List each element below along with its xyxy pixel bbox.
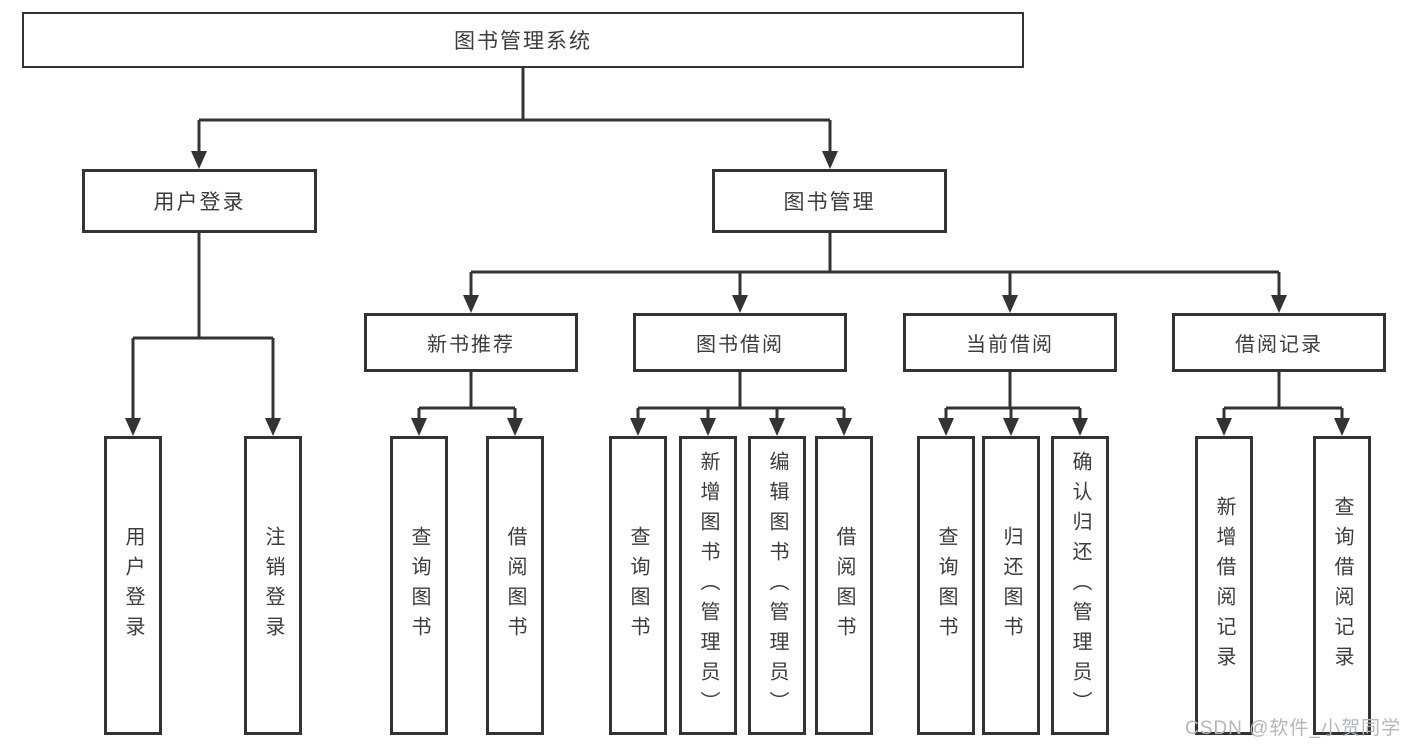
node-root-label: 图书管理系统 [454,30,592,53]
leaf-newbooks-borrow: 借阅图书 [486,436,544,735]
node-current-borrowing: 当前借阅 [903,313,1117,372]
leaf-borrowing-edit-admin-label: 编辑图书（管理员） [766,450,788,721]
leaf-records-add: 新增借阅记录 [1195,436,1253,735]
leaf-current-query: 查询图书 [917,436,975,735]
node-book-management: 图书管理 [712,169,947,233]
leaf-user-login: 用户登录 [104,436,162,735]
leaf-current-return-label: 归还图书 [1000,525,1022,646]
leaf-logout: 注销登录 [244,436,302,735]
leaf-borrowing-query: 查询图书 [609,436,667,735]
leaf-records-add-label: 新增借阅记录 [1213,495,1235,676]
leaf-borrowing-borrow-label: 借阅图书 [833,525,855,646]
leaf-newbooks-query-label: 查询图书 [408,525,430,646]
node-current-borrowing-label: 当前借阅 [966,334,1054,356]
leaf-borrowing-edit-admin: 编辑图书（管理员） [748,436,806,735]
leaf-current-query-label: 查询图书 [935,525,957,646]
node-user-login: 用户登录 [82,169,317,233]
leaf-borrowing-add-admin: 新增图书（管理员） [679,436,737,735]
node-book-management-label: 图书管理 [783,191,876,214]
node-new-book-recommend-label: 新书推荐 [427,334,515,356]
leaf-newbooks-query: 查询图书 [390,436,448,735]
leaf-user-login-label: 用户登录 [122,525,144,646]
leaf-current-confirm-admin: 确认归还（管理员） [1051,436,1109,735]
node-book-borrowing-label: 图书借阅 [696,334,784,356]
node-borrow-records-label: 借阅记录 [1235,334,1323,356]
leaf-newbooks-borrow-label: 借阅图书 [504,525,526,646]
node-root: 图书管理系统 [22,12,1024,68]
node-book-borrowing: 图书借阅 [633,313,847,372]
watermark: CSDN @软件_小贺同学 [1185,718,1401,739]
leaf-records-query-label: 查询借阅记录 [1331,495,1353,676]
node-new-book-recommend: 新书推荐 [364,313,578,372]
leaf-borrowing-borrow: 借阅图书 [815,436,873,735]
leaf-current-return: 归还图书 [982,436,1040,735]
leaf-borrowing-add-admin-label: 新增图书（管理员） [697,450,719,721]
leaf-current-confirm-admin-label: 确认归还（管理员） [1069,450,1091,721]
node-user-login-label: 用户登录 [153,191,246,214]
node-borrow-records: 借阅记录 [1172,313,1386,372]
leaf-borrowing-query-label: 查询图书 [627,525,649,646]
leaf-logout-label: 注销登录 [262,525,284,646]
leaf-records-query: 查询借阅记录 [1313,436,1371,735]
